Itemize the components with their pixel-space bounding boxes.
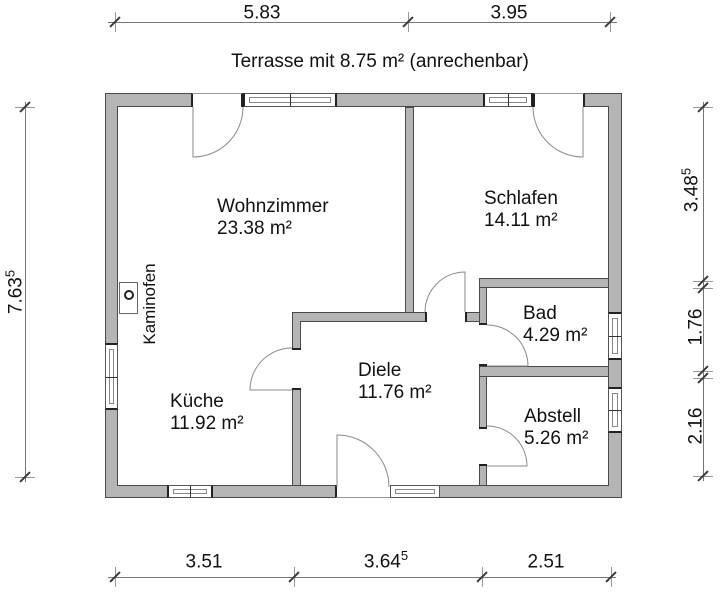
window-entrance-sidelight [390,485,440,498]
room-name: Diele [358,360,402,381]
room-area: 4.29 m² [523,325,588,346]
window-mullion [190,486,191,497]
room-label-diele: Diele 11.76 m² [358,360,432,404]
room-area: 23.38 m² [217,218,292,239]
door-opening-diele-abstell [479,427,487,466]
door-swing-terrace-schlafen [532,106,584,158]
window-mullion [609,336,621,337]
door-swing-diele-bad [486,324,529,367]
dimension-label-bottom-2: 3.645 [363,548,409,573]
dimension-label-bottom-3: 2.51 [527,551,565,573]
wall-bad-abstell-divider [479,366,609,377]
wall-left [105,106,118,486]
wall-bad-abstell-left [479,288,487,486]
window-mullion [290,94,291,106]
room-label-kueche: Küche 11.92 m² [170,391,244,435]
kaminofen-flue-circle [124,290,134,300]
dimension-line-left [25,102,26,482]
room-name: Bad [523,303,557,324]
room-area: 11.92 m² [170,413,244,434]
window-mullion [609,410,621,411]
window-mullion [106,376,117,378]
door-swing-terrace-wohnzimmer [192,106,244,158]
kaminofen-label: Kaminofen [140,263,159,345]
wall-wohnzimmer-schlafen [405,107,414,313]
door-opening-terrace-wohnzimmer [191,93,243,107]
dimension-label-right-3: 2.16 [685,407,707,445]
room-name: Küche [170,391,224,412]
window-kueche-bottom [167,485,213,498]
door-opening-terrace-schlafen [533,93,585,107]
dimension-label-top-2: 3.95 [490,2,528,24]
room-label-abstell: Abstell 5.26 m² [524,406,588,450]
window-kueche-left [105,343,118,410]
window-abstell-right [608,387,622,433]
room-label-bad: Bad 4.29 m² [523,303,587,347]
terrace-title: Terrasse mit 8.75 m² (anrechenbar) [231,51,529,72]
door-swing-diele-schlafen [424,271,466,313]
room-area: 5.26 m² [524,428,589,449]
door-swing-entrance [336,434,390,488]
door-opening-diele-kueche [292,348,301,390]
window-wohnzimmer-top [243,93,337,107]
room-area: 14.11 m² [484,210,558,231]
dimension-line-bottom [108,577,616,578]
window-bad-right [608,312,622,360]
door-swing-diele-kueche [249,347,293,391]
room-name: Schlafen [484,188,558,209]
window-sill [395,489,435,494]
door-opening-diele-bad [479,323,487,366]
dimension-label-right-2: 1.76 [685,308,707,346]
kaminofen-stove-icon [119,282,138,314]
dimension-label-bottom-1: 3.51 [185,551,223,573]
window-schlafen-top [483,93,533,107]
door-opening-diele-schlafen [425,312,467,322]
room-area: 11.76 m² [358,382,432,403]
door-swing-diele-abstell [486,425,528,467]
room-label-wohnzimmer: Wohnzimmer 23.38 m² [217,196,329,240]
dimension-label-left: 7.635 [2,269,27,315]
room-label-schlafen: Schlafen 14.11 m² [484,188,558,232]
dimension-line-top [108,22,617,23]
wall-schlafen-bad [479,278,610,288]
room-name: Wohnzimmer [217,196,329,217]
room-name: Abstell [524,406,582,427]
dimension-line-right [703,102,704,481]
window-mullion [508,94,509,106]
wall-kueche-diele [292,321,301,486]
dimension-label-top-1: 5.83 [243,2,281,24]
dimension-label-right-1: 3.485 [678,167,703,213]
